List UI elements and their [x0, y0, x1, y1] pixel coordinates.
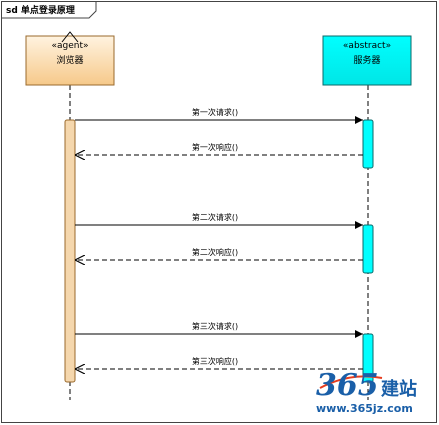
frame-title-tab: [1, 1, 97, 19]
agent-icon: [61, 31, 79, 43]
message-3[interactable]: 第二次请求(): [75, 212, 363, 229]
message-label: 第二次请求(): [192, 212, 238, 222]
watermark-logo: 365 建站 www.365jz.com: [316, 368, 417, 415]
message-label: 第一次请求(): [192, 107, 238, 117]
lifeline-browser-name: 浏览器: [56, 54, 83, 66]
watermark-url: www.365jz.com: [316, 402, 413, 415]
watermark-swoosh: [319, 375, 383, 389]
lifeline-server-name: 服务器: [353, 54, 380, 66]
message-5[interactable]: 第三次请求(): [75, 321, 363, 338]
activation-server-2: [362, 224, 374, 274]
activation-server-1: [362, 119, 374, 169]
lifeline-server-box: [322, 35, 412, 86]
lifeline-browser-stereotype: «agent»: [51, 41, 88, 51]
activation-browser: [64, 119, 76, 383]
message-1[interactable]: 第一次请求(): [75, 107, 363, 124]
activation-server-3: [362, 333, 374, 383]
message-2[interactable]: 第一次响应(): [75, 142, 363, 155]
message-label: 第一次响应(): [192, 142, 238, 152]
lifeline-server-stereotype: «abstract»: [343, 41, 391, 51]
lifeline-browser[interactable]: «agent» 浏览器: [25, 31, 115, 86]
message-label: 第二次响应(): [192, 247, 238, 257]
message-6[interactable]: 第三次响应(): [75, 356, 363, 369]
watermark-word: 建站: [381, 378, 417, 400]
lifeline-browser-box: [25, 35, 115, 86]
frame-title: sd 单点登录原理: [6, 4, 75, 16]
message-label: 第三次响应(): [192, 356, 238, 366]
lifeline-server[interactable]: «abstract» 服务器: [322, 35, 412, 86]
message-4[interactable]: 第二次响应(): [75, 247, 363, 260]
message-label: 第三次请求(): [192, 321, 238, 331]
watermark-number: 365: [316, 368, 379, 403]
